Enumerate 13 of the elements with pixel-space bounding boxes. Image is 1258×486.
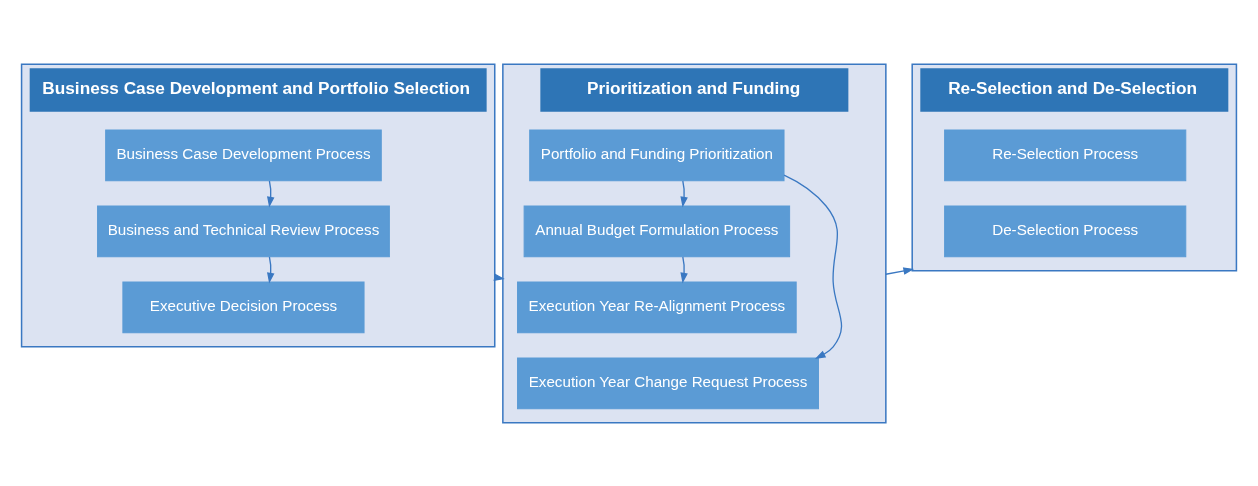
node-box: Business Case Development Process <box>105 129 382 181</box>
node-box: Execution Year Re-Alignment Process <box>517 281 797 333</box>
arrow <box>783 173 843 359</box>
arrow <box>680 179 688 208</box>
node-box: De-Selection Process <box>944 205 1187 257</box>
node-box: Portfolio and Funding Prioritization <box>529 129 785 181</box>
arrow <box>680 255 688 284</box>
arrow <box>885 266 915 275</box>
node-box: Re-Selection Process <box>944 129 1187 181</box>
node-box: Executive Decision Process <box>122 281 365 333</box>
node-box: Annual Budget Formulation Process <box>523 205 791 257</box>
node-box: Execution Year Change Request Process <box>517 357 819 409</box>
node-box: Business and Technical Review Process <box>97 205 390 257</box>
